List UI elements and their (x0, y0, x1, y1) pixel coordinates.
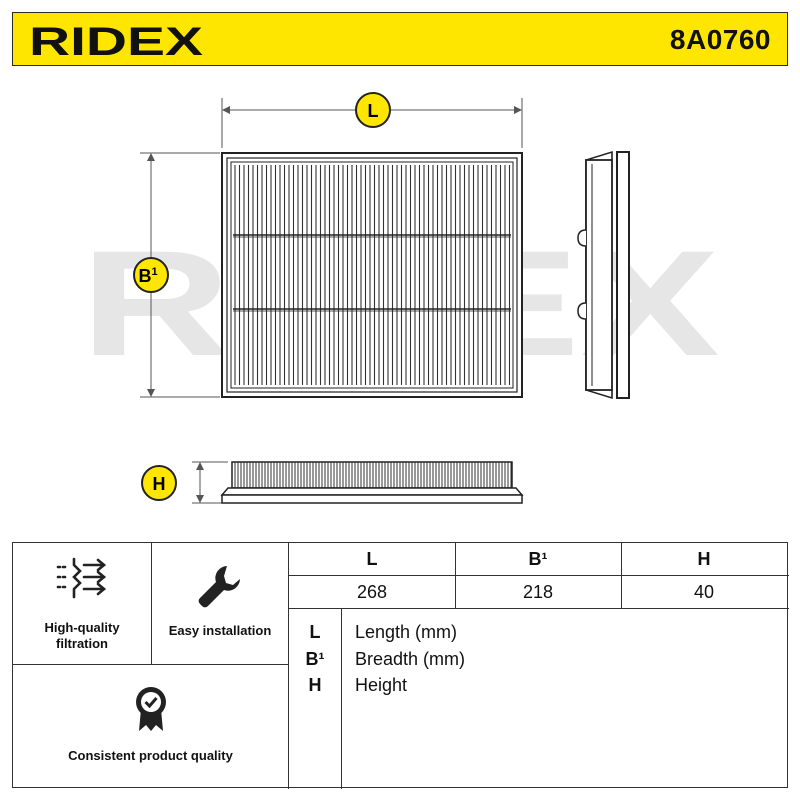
feature-filtration: High-quality filtration (13, 543, 152, 665)
legend-row-length: L Length (mm) (289, 619, 789, 645)
dim-header-height: H (697, 549, 711, 569)
spec-panel: High-quality filtration Easy installatio… (12, 542, 789, 789)
filtration-icon (13, 557, 151, 605)
legend-row-height: H Height (289, 672, 789, 698)
height-label: H (153, 474, 166, 494)
feature-quality: Consistent product quality (13, 665, 289, 789)
brand-logo: RIDEX (29, 20, 203, 60)
feature-installation-label: Easy installation (168, 623, 272, 638)
legend-symbol: L (309, 622, 321, 642)
legend-symbol: H (308, 675, 322, 695)
svg-text:B1: B1 (138, 266, 157, 286)
legend-symbol: B¹ (305, 649, 325, 669)
dim-header-breadth: B¹ (528, 549, 548, 569)
feature-filtration-label-2: filtration (56, 636, 108, 651)
feature-installation: Easy installation (152, 543, 289, 665)
breadth-label: B (138, 266, 151, 286)
wrench-icon (152, 563, 288, 609)
feature-filtration-label-1: High-quality (44, 620, 120, 635)
dimension-legend: L Length (mm) B¹ Breadth (mm) H Height (289, 609, 789, 789)
length-label: L (368, 101, 379, 121)
legend-description: Height (355, 675, 408, 695)
part-number: 8A0760 (669, 24, 771, 55)
filter-front-view (221, 152, 523, 398)
technical-drawing: RIDEX L B1 (80, 92, 720, 504)
header-bar: RIDEX 8A0760 (12, 12, 788, 66)
legend-row-breadth: B¹ Breadth (mm) (289, 646, 789, 672)
height-dimension: H (141, 461, 228, 504)
breadth-label-sup: 1 (151, 266, 157, 278)
filter-side-view (577, 150, 630, 400)
dimension-table-grid (289, 543, 789, 609)
length-dimension: L (221, 92, 523, 148)
breadth-dimension: B1 (133, 152, 220, 398)
dimension-table: L B¹ H 268 218 40 (289, 543, 789, 609)
brand-logo-text: RIDEX (29, 20, 203, 60)
legend-divider (341, 609, 342, 789)
feature-quality-label: Consistent product quality (68, 748, 233, 763)
dim-value-length: 268 (356, 582, 388, 602)
dim-value-height: 40 (693, 582, 715, 602)
legend-description: Breadth (mm) (355, 649, 466, 669)
legend-description: Length (mm) (355, 622, 458, 642)
dim-value-breadth: 218 (522, 582, 554, 602)
quality-badge-icon (13, 685, 288, 733)
filter-edge-view (220, 461, 524, 504)
dim-header-length: L (366, 549, 378, 569)
